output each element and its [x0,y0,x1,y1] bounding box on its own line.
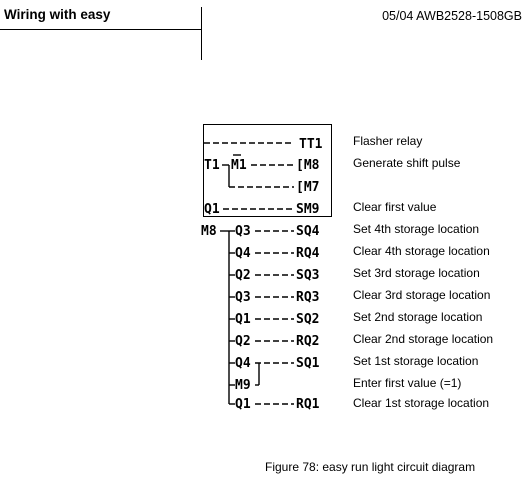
header-vertical-divider [201,7,202,60]
desc-clear-1st: Clear 1st storage location [353,396,490,410]
svg-text:Q1: Q1 [235,312,251,327]
desc-set-3rd: Set 3rd storage location [353,266,480,280]
svg-text:Q1: Q1 [204,202,220,217]
desc-clear-2nd: Clear 2nd storage location [353,332,494,346]
desc-clear-4th: Clear 4th storage location [353,244,490,258]
svg-text:Q4: Q4 [235,356,251,371]
svg-text:[M7: [M7 [296,180,319,195]
svg-text:RQ2: RQ2 [296,334,319,349]
svg-text:SQ3: SQ3 [296,268,319,283]
diagram-row-6: Q4 RQ4 [229,246,320,261]
diagram-row-7: Q2 SQ3 [229,268,319,283]
svg-text:M1: M1 [231,158,247,173]
svg-text:RQ4: RQ4 [296,246,320,261]
desc-set-2nd: Set 2nd storage location [353,310,483,324]
diagram-row-13: Q1 RQ1 [229,397,320,412]
diagram-row-11: Q4 SQ1 [229,356,320,385]
document-reference: 05/04 AWB2528-1508GB [382,9,522,23]
desc-set-4th: Set 4th storage location [353,222,480,236]
svg-text:SQ1: SQ1 [296,356,320,371]
diagram-box [203,124,332,217]
svg-text:SQ4: SQ4 [296,224,320,239]
svg-text:Q4: Q4 [235,246,251,261]
svg-text:Q2: Q2 [235,268,251,283]
svg-text:Q3: Q3 [235,290,251,305]
figure-caption: Figure 78: easy run light circuit diagra… [265,460,476,474]
diagram-row-5: M8 Q3 SQ4 [201,224,320,239]
desc-clear-3rd: Clear 3rd storage location [353,288,491,302]
svg-text:SM9: SM9 [296,202,319,217]
diagram-row-10: Q2 RQ2 [229,334,319,349]
svg-text:M9: M9 [235,378,251,393]
svg-text:[M8: [M8 [296,158,320,173]
diagram-row-8: Q3 RQ3 [229,290,319,305]
svg-text:RQ1: RQ1 [296,397,320,412]
svg-text:RQ3: RQ3 [296,290,319,305]
desc-flasher-relay: Flasher relay [353,134,423,148]
diagram-row-3: [M7 [229,180,319,195]
diagram-row-9: Q1 SQ2 [229,312,319,327]
diagram-row-2: T1 M1 [M8 [204,154,320,187]
desc-enter-first-value: Enter first value (=1) [353,376,462,390]
desc-clear-first-value: Clear first value [353,200,437,214]
svg-text:T1: T1 [204,158,220,173]
circuit-diagram: TT1 T1 M1 [M8 [M7 Q1 SM9 M8 Q3 SQ4 Q4 RQ… [201,137,323,412]
diagram-row-12: M9 [229,378,259,393]
svg-text:M8: M8 [201,224,217,239]
svg-text:TT1: TT1 [299,137,323,152]
page-header-title: Wiring with easy [4,7,111,22]
header-divider [0,29,201,30]
svg-text:Q3: Q3 [235,224,251,239]
desc-set-1st: Set 1st storage location [353,354,479,368]
diagram-row-4: Q1 SM9 [204,202,319,217]
svg-text:Q2: Q2 [235,334,251,349]
diagram-row-1: TT1 [204,137,323,152]
svg-text:SQ2: SQ2 [296,312,319,327]
svg-text:Q1: Q1 [235,397,251,412]
desc-generate-shift-pulse: Generate shift pulse [353,156,461,170]
